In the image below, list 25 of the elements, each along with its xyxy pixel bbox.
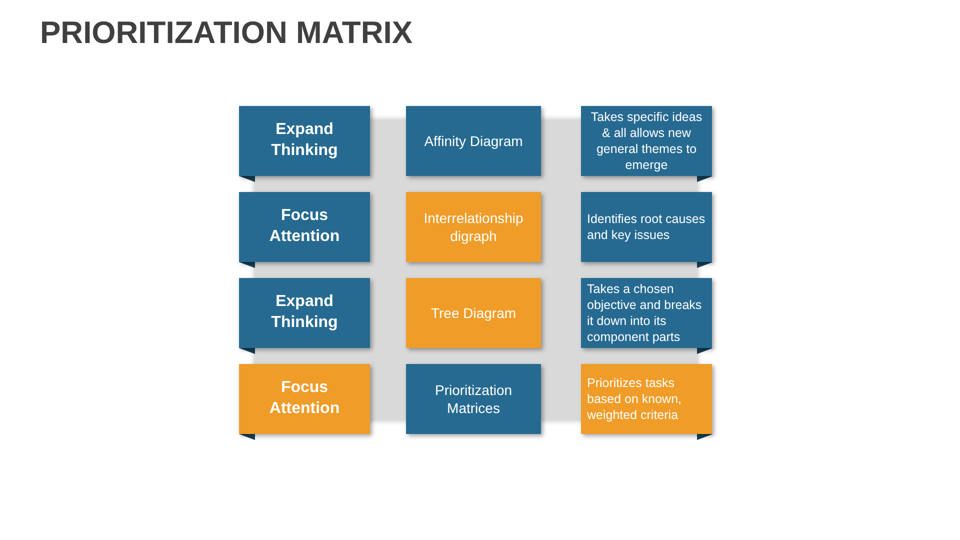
matrix-box <box>581 364 712 434</box>
box-text: Expand Thinking <box>270 292 339 333</box>
box-text: Affinity Diagram <box>424 132 523 150</box>
box-text: Focus Attention <box>268 378 341 419</box>
box-text: Focus Attention <box>268 206 341 247</box>
matrix-box <box>239 192 370 262</box>
matrix-box <box>581 106 712 176</box>
box-text: Expand Thinking <box>270 120 339 161</box>
box-text: Takes a chosen objective and breaks it down into its component parts <box>587 280 703 346</box>
matrix-box <box>239 106 370 176</box>
matrix-box <box>406 106 541 176</box>
box-text: Prioritization Matrices <box>434 380 514 418</box>
box-text: Interrelationship digraph <box>422 208 524 246</box>
matrix-box <box>239 278 370 348</box>
matrix-box <box>581 278 712 348</box>
matrix-box <box>239 364 370 434</box>
box-text: Identifies root causes and key issues <box>587 210 706 244</box>
matrix-box <box>581 192 712 262</box>
matrix-box <box>406 192 541 262</box>
box-text: Tree Diagram <box>430 304 516 322</box>
title: PRIORITIZATION MATRIX <box>40 14 413 52</box>
box-text: Takes specific ideas & all allows new general themes to emerge <box>590 108 704 174</box>
matrix-box <box>406 278 541 348</box>
box-text: Prioritizes tasks based on known, weighted criteria <box>587 374 683 424</box>
matrix-box <box>406 364 541 434</box>
